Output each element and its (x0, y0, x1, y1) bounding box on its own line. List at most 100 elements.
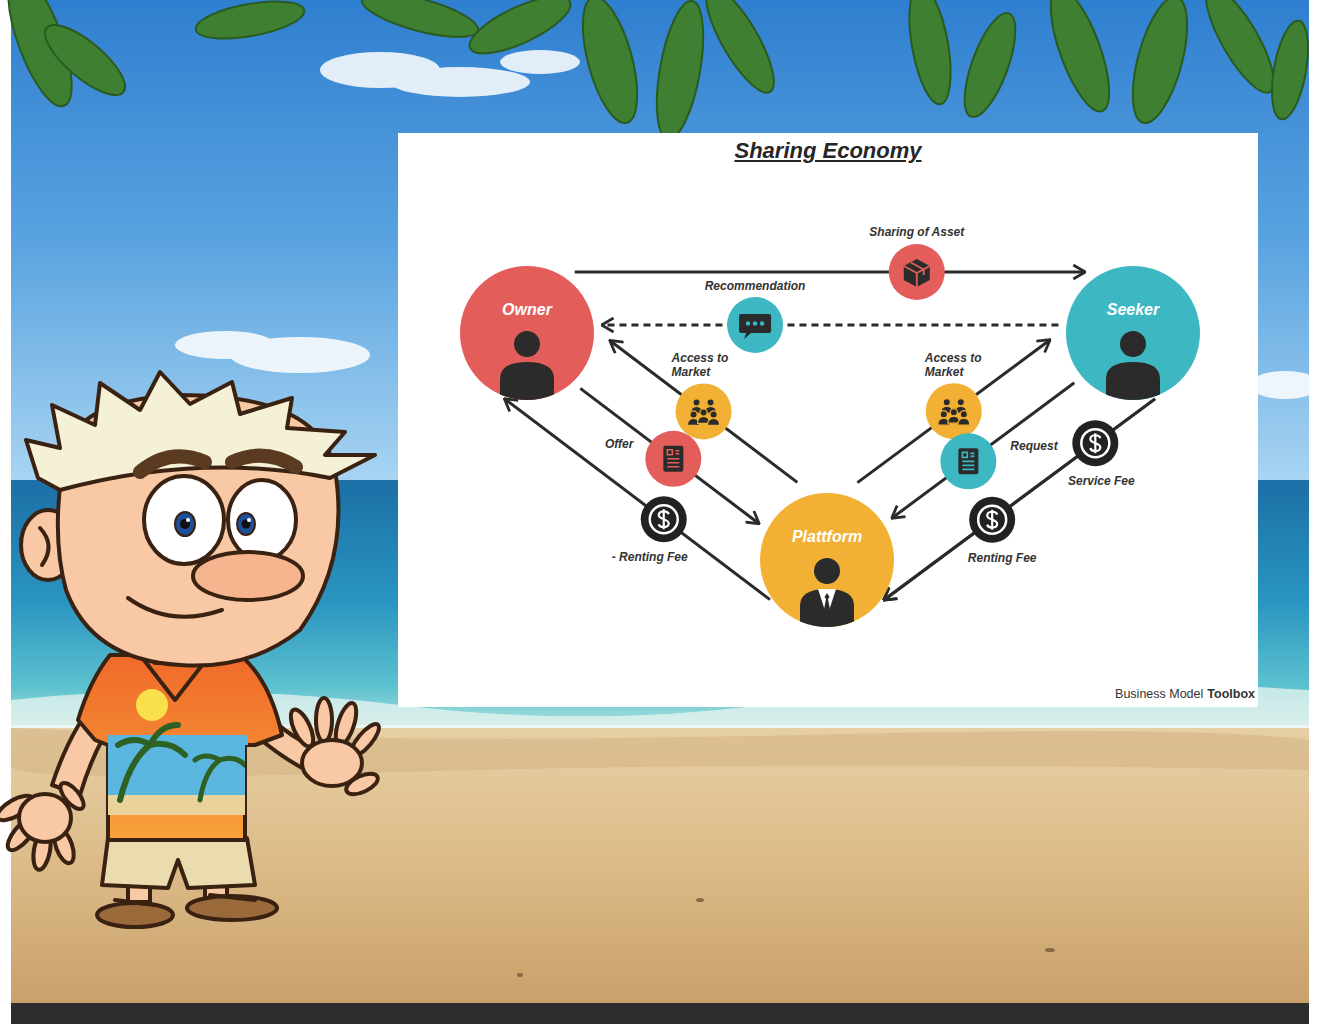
group-icon (940, 411, 947, 418)
group-icon (693, 399, 700, 406)
watermark-text: Toolbox (1207, 687, 1255, 701)
sky (500, 50, 580, 74)
edge-label: - Renting Fee (610, 550, 690, 564)
cartoon-character (175, 512, 195, 536)
edge-label: Offer (603, 437, 635, 451)
group-icon (960, 411, 967, 418)
bubble-icon (739, 314, 771, 339)
sand (11, 728, 1309, 1003)
cartoon-character (108, 689, 248, 815)
cartoon-character (108, 735, 248, 795)
bubble-icon (746, 321, 750, 325)
person-icon (500, 362, 554, 406)
cartoon-character (40, 528, 49, 565)
sand (517, 973, 523, 977)
fee-icon (650, 505, 678, 533)
connector-arrow (602, 324, 1059, 327)
bubble-icon (760, 321, 764, 325)
cartoon-character (302, 740, 362, 786)
palm-leaves (463, 0, 578, 65)
group-icon (676, 383, 732, 439)
person-icon (514, 331, 540, 357)
cartoon-character (128, 598, 222, 617)
fee-icon (969, 497, 1015, 543)
palm-leaves (1266, 18, 1315, 122)
sky (1250, 371, 1320, 399)
person-icon (1106, 362, 1160, 406)
bubble-icon (727, 297, 783, 353)
fee-icon (641, 496, 687, 542)
fee-icon (1090, 433, 1100, 453)
fee-icon (1072, 420, 1118, 466)
sand (11, 728, 1309, 1003)
group-icon (710, 411, 717, 418)
connector-arrow (504, 399, 770, 600)
palm-leaves (0, 0, 1314, 142)
cartoon-character (237, 513, 255, 535)
group-icon (958, 418, 970, 425)
palm-leaves (35, 14, 135, 106)
person-icon (818, 589, 836, 617)
cartoon-character (144, 476, 224, 564)
group-icon (690, 411, 697, 418)
node-label: Seeker (1107, 300, 1160, 319)
fee-icon (987, 510, 997, 530)
cartoon-character (186, 518, 190, 522)
palm-leaves (193, 0, 307, 45)
box-icon (904, 259, 930, 287)
group-icon (957, 399, 964, 406)
connector-arrow (884, 399, 1155, 600)
palm-leaves (1039, 0, 1121, 118)
group-icon (926, 383, 982, 439)
doc-icon (645, 431, 701, 487)
cartoon-character (193, 552, 303, 600)
fee-icon (969, 497, 1015, 543)
edge-label: Recommendation (703, 279, 808, 293)
sand (1045, 948, 1055, 952)
diagram-title: Sharing Economy (398, 138, 1258, 164)
group-icon (707, 399, 714, 406)
sky (390, 67, 530, 97)
doc-icon (663, 446, 683, 472)
cartoon-character (19, 794, 71, 842)
cartoon-character (187, 896, 277, 920)
cartoon-character (316, 698, 332, 742)
fee-icon (978, 506, 1006, 534)
palm-leaves (1122, 0, 1198, 128)
doc-icon (958, 448, 978, 474)
doc-icon (667, 450, 679, 467)
doc-icon (645, 431, 701, 487)
circle-outline (760, 493, 894, 627)
platform-circle: Plattform (760, 493, 894, 627)
person-icon (500, 331, 554, 406)
fee-icon (1072, 420, 1118, 466)
palm-leaves (648, 0, 712, 142)
fee-icon (641, 496, 687, 542)
group-icon (950, 409, 957, 416)
doc-icon (940, 433, 996, 489)
node-label: Owner (502, 300, 552, 319)
box-icon (904, 263, 930, 288)
connector-arrow (892, 383, 1075, 518)
person-icon (824, 593, 831, 617)
edge-label: Renting Fee (966, 551, 1039, 565)
palm-leaves (902, 0, 958, 107)
fee-icon (659, 509, 669, 529)
palm-leaves (954, 7, 1025, 123)
doc-icon (962, 452, 974, 469)
cartoon-character (0, 372, 383, 927)
icon-group (641, 244, 1119, 543)
cartoon-character (26, 372, 375, 490)
diagram-panel: OwnerSeekerPlattform Business ModelToolb… (398, 133, 1258, 707)
bottom-bar (11, 1003, 1309, 1024)
cartoon-character (108, 795, 248, 815)
person-icon (800, 558, 854, 633)
cartoon-character (140, 456, 205, 472)
connector-arrow (610, 340, 798, 482)
cartoon-character (232, 456, 296, 467)
person-icon (1106, 331, 1160, 406)
doc-icon (940, 433, 996, 489)
group-icon (676, 383, 732, 439)
cartoon-character (115, 895, 255, 905)
platform-circle (760, 493, 894, 627)
